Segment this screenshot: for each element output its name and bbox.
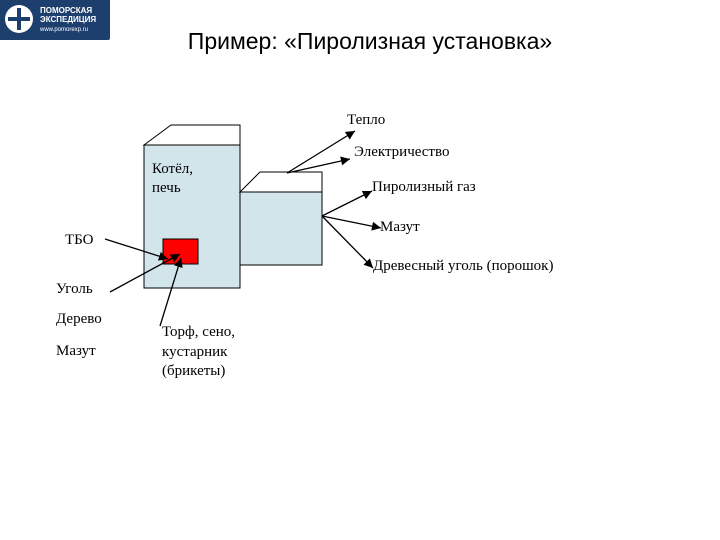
input-arrow-coal <box>109 253 181 293</box>
input-label-wood: Дерево <box>56 311 102 327</box>
gas-unit-box <box>238 171 323 266</box>
feed-label-line-2: кустарник <box>162 343 228 360</box>
boiler-label-line-1: Котёл, <box>152 161 194 177</box>
input-label-tbo: ТБО <box>65 232 94 248</box>
logo: ПОМОРСКАЯ ЭКСПЕДИЦИЯ www.pomorexp.ru <box>0 0 110 40</box>
output-arrow-electricity <box>286 156 351 174</box>
feed-label-line-1: Торф, сено, <box>162 324 236 340</box>
output-arrow-oil <box>321 215 382 231</box>
page-title: Пример: «Пиролизная установка» <box>187 28 553 54</box>
logo-url: www.pomorexp.ru <box>40 27 89 33</box>
output-label-gas: Пиролизный газ <box>372 179 476 195</box>
input-arrow-tbo <box>104 238 169 261</box>
output-arrow-gas <box>321 190 373 217</box>
boiler-label: Котёл, печь <box>152 160 193 198</box>
feed-label: Торф, сено, кустарник (брикеты) <box>162 323 235 382</box>
output-label-charcoal: Древесный уголь (порошок) <box>373 258 554 274</box>
input-label-coal: Уголь <box>56 281 93 297</box>
output-label-electricity: Электричество <box>354 144 450 160</box>
feed-label-line-3: (брикеты) <box>162 363 226 379</box>
input-label-oil: Мазут <box>56 343 96 359</box>
output-label-heat: Тепло <box>347 112 386 128</box>
output-arrow-heat <box>286 130 356 174</box>
logo-line-1: ПОМОРСКАЯ <box>40 6 93 15</box>
feed-arrow <box>159 257 183 327</box>
cross-emblem-icon <box>5 5 33 33</box>
output-label-oil: Мазут <box>380 219 420 235</box>
output-arrow-charcoal <box>321 215 374 269</box>
boiler-label-line-2: печь <box>152 180 181 196</box>
logo-line-2: ЭКСПЕДИЦИЯ <box>40 15 97 24</box>
